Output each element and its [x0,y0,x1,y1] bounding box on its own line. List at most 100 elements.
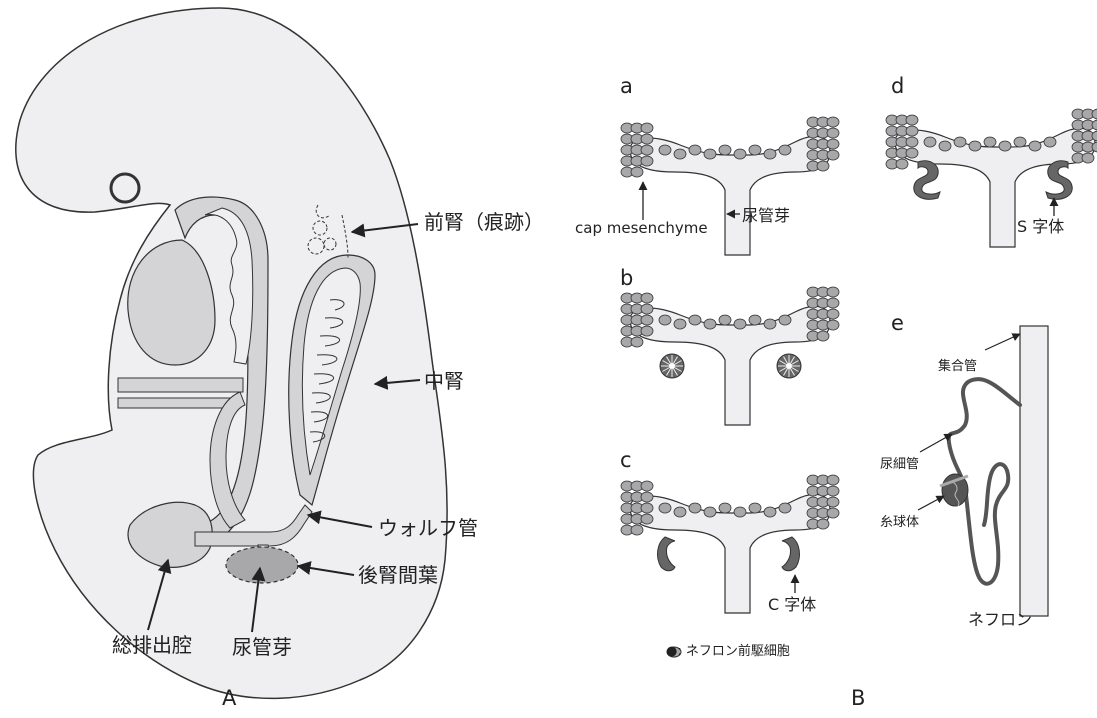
subpanel-label-d: d [891,76,904,97]
progenitor-cell [641,123,653,133]
progenitor-cell [999,141,1011,151]
label-metanephric-mesenchyme: 後腎間葉 [358,565,438,585]
progenitor-cell [641,481,653,491]
progenitor-cell [631,167,643,177]
label-mesonephros: 中腎 [424,371,464,391]
progenitor-cell [704,149,716,159]
label-c-body: C 字体 [768,597,816,613]
label-nephron: ネフロン [968,612,1032,628]
label-s-body: S 字体 [1017,219,1064,235]
progenitor-cell [734,507,746,517]
progenitor-cell [689,145,701,155]
panel-label-a-main: A [222,688,236,709]
renal-vesicle [777,354,801,378]
label-bud-a: 尿管芽 [742,208,790,224]
progenitor-cell [641,145,653,155]
progenitor-cell [827,486,839,496]
progenitor-cell [704,319,716,329]
progenitor-cell [631,337,643,347]
progenitor-cell [719,315,731,325]
progenitor-cell [631,525,643,535]
progenitor-cell [704,507,716,517]
collecting-duct-rect [1020,326,1048,616]
progenitor-cell [674,149,686,159]
c-shaped-body [658,537,675,571]
progenitor-cell [689,503,701,513]
progenitor-cell [719,503,731,513]
progenitor-cell [659,145,671,155]
progenitor-cell [827,508,839,518]
progenitor-cell [969,141,981,151]
progenitor-cell [827,309,839,319]
c-shaped-body [782,537,799,571]
progenitor-cell [924,137,936,147]
progenitor-cell [827,497,839,507]
progenitor-cell [939,141,951,151]
progenitor-cell [749,315,761,325]
progenitor-cell [817,519,829,529]
progenitor-cell [906,148,918,158]
progenitor-cell [779,315,791,325]
panel-label-b-main: B [851,688,865,709]
progenitor-cell [906,126,918,136]
subpanel-label-c: c [620,450,632,471]
progenitor-cell [1014,137,1026,147]
progenitor-cell [641,492,653,502]
progenitor-cell [906,115,918,125]
progenitor-cell [827,298,839,308]
label-cap-mesenchyme: cap mesenchyme [575,221,708,236]
progenitor-cell [659,503,671,513]
progenitor-cell [674,319,686,329]
progenitor-cell [1029,141,1041,151]
progenitor-cell [954,137,966,147]
progenitor-cell [1082,153,1094,163]
s-shaped-body [1046,161,1072,200]
panel-b-branch [621,287,839,425]
progenitor-cell [641,326,653,336]
progenitor-cell [827,139,839,149]
progenitor-cell [641,304,653,314]
label-glomerulus: 糸球体 [880,516,919,529]
label-tubule: 尿細管 [880,458,919,471]
progenitor-cell [984,137,996,147]
ureteric-bud-branch [630,136,830,255]
progenitor-cell [817,161,829,171]
progenitor-cell [641,514,653,524]
progenitor-cell [641,503,653,513]
progenitor-cell [1044,137,1056,147]
progenitor-cell [674,507,686,517]
panel-c-branch [621,475,839,613]
arrow-glomerulus [918,496,944,510]
arrow-collecting-duct [985,334,1020,350]
progenitor-cell [689,315,701,325]
progenitor-cell [764,149,776,159]
progenitor-cell [827,287,839,297]
subpanel-label-b: b [620,268,633,289]
subpanel-label-a: a [620,76,633,97]
embryo-body [16,8,447,698]
progenitor-cell [659,315,671,325]
progenitor-cell [827,320,839,330]
progenitor-cell [641,156,653,166]
progenitor-cell [764,507,776,517]
progenitor-cell [779,503,791,513]
label-ureteric-bud: 尿管芽 [232,637,292,657]
progenitor-cell [779,145,791,155]
progenitor-cell [749,503,761,513]
legend-text: ●: ネフロン前駆細胞 [666,645,790,658]
progenitor-cell [896,159,908,169]
s-shaped-body [914,161,940,200]
progenitor-cell [734,319,746,329]
label-collecting-duct: 集合管 [938,360,977,373]
subpanel-label-e: e [891,313,904,334]
yolk-stalk [118,378,243,392]
label-pronephros: 前腎（痕跡） [424,212,544,232]
progenitor-cell [749,145,761,155]
label-wolffian-duct: ウォルフ管 [378,518,478,538]
progenitor-cell [906,137,918,147]
embryo-diagram [16,8,447,698]
progenitor-cell [764,319,776,329]
progenitor-cell [827,150,839,160]
